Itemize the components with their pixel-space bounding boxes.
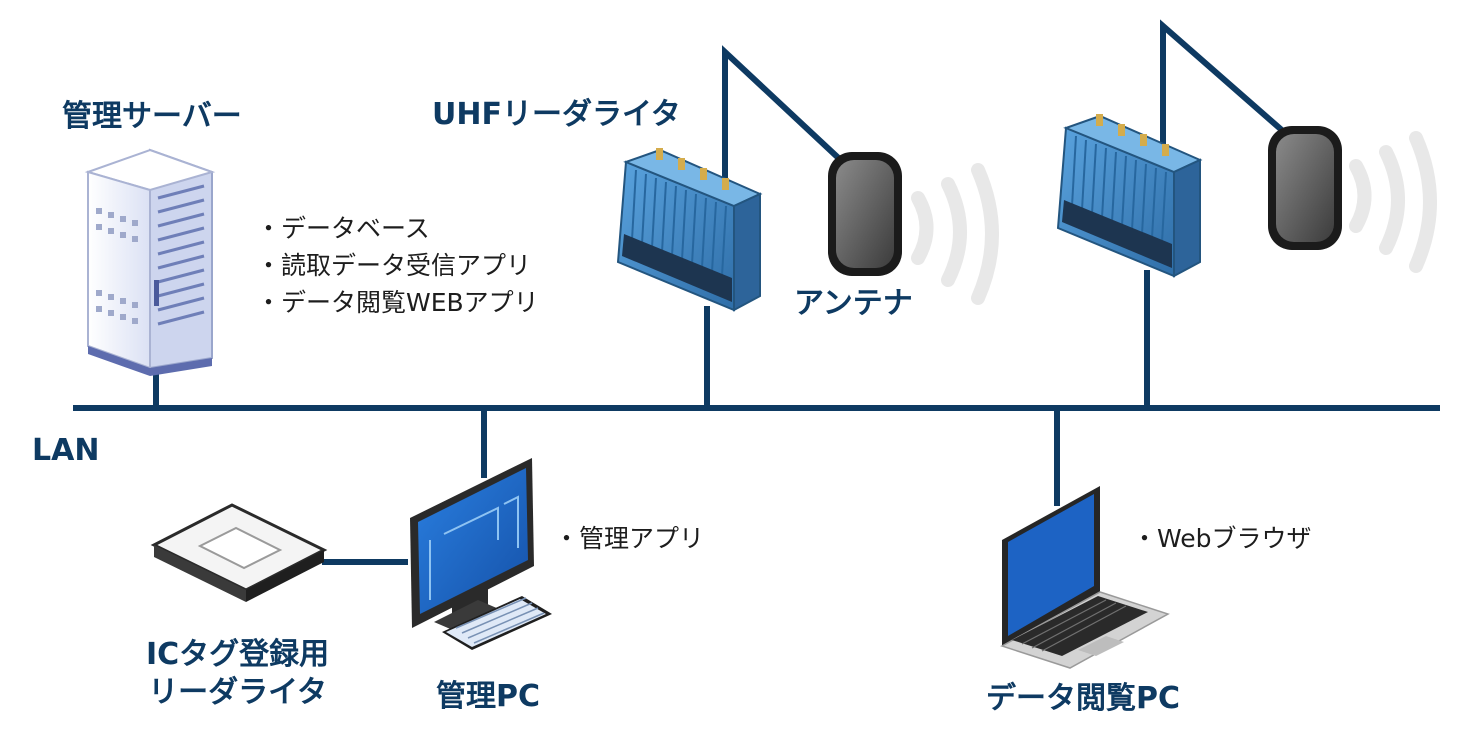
lan-label: LAN xyxy=(32,433,100,468)
ic-reader-label: ICタグ登録用 リーダライタ xyxy=(146,636,329,712)
antenna-icon xyxy=(828,152,902,276)
uhf-reader-icon xyxy=(1056,114,1203,278)
laptop-icon xyxy=(1000,486,1170,669)
server-feature-item: データ閲覧WEBアプリ xyxy=(256,284,539,321)
viewer-pc-feature-item: Webブラウザ xyxy=(1132,520,1312,557)
antenna2-cable xyxy=(1160,19,1302,174)
server-rack-icon xyxy=(84,148,216,376)
ic-reader-label-line2: リーダライタ xyxy=(148,675,327,710)
admin-pc-feature-item: 管理アプリ xyxy=(554,520,704,557)
uhf-reader-icon xyxy=(616,148,763,312)
antenna-icon xyxy=(1268,126,1342,250)
uhf-reader-label: UHFリーダライタ xyxy=(432,97,681,132)
radio-waves-icon xyxy=(911,163,999,305)
ic-tag-reader-icon xyxy=(150,503,328,602)
server-feature-item: 読取データ受信アプリ xyxy=(256,247,539,284)
network-lines xyxy=(73,19,1440,565)
radio-waves-icon xyxy=(1349,131,1437,273)
server-label: 管理サーバー xyxy=(62,99,242,134)
server-feature-list: データベース 読取データ受信アプリ データ閲覧WEBアプリ xyxy=(256,210,539,321)
antenna1-cable xyxy=(722,45,865,208)
admin-pc-feature-list: 管理アプリ xyxy=(554,520,704,557)
antenna-label: アンテナ xyxy=(794,286,913,321)
keyboard-icon xyxy=(442,596,552,650)
admin-pc-label: 管理PC xyxy=(436,679,541,714)
ic-reader-label-line1: ICタグ登録用 xyxy=(146,637,330,672)
viewer-pc-label: データ閲覧PC xyxy=(986,681,1181,716)
viewer-pc-feature-list: Webブラウザ xyxy=(1132,520,1312,557)
server-feature-item: データベース xyxy=(256,210,539,247)
desktop-pc-icon xyxy=(410,458,534,634)
